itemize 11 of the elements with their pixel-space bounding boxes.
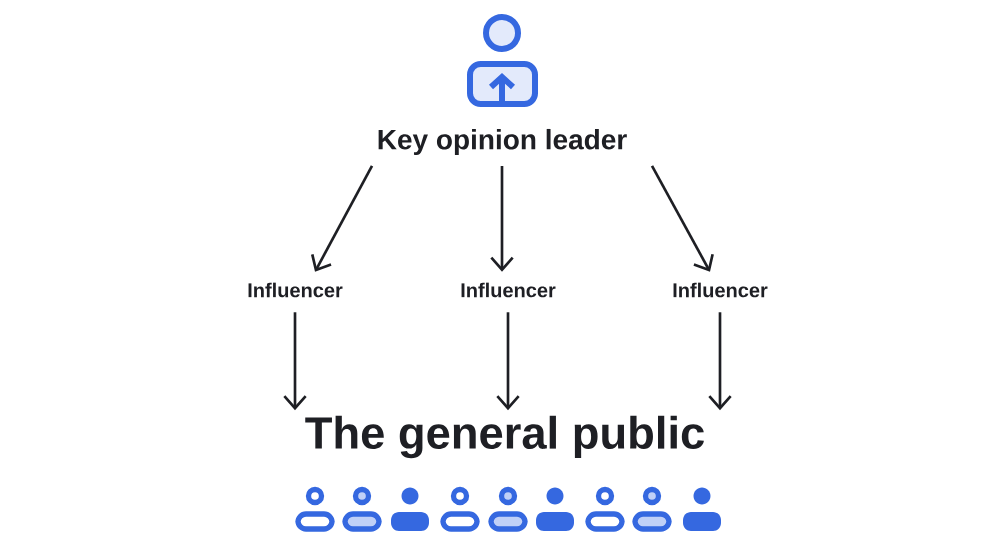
influencer-label: Influencer: [461, 282, 556, 298]
arrow: [650, 165, 714, 272]
audience-label: The general public: [305, 415, 704, 459]
arrow: [708, 312, 732, 411]
arrow: [310, 165, 374, 272]
arrow: [283, 312, 307, 411]
influencer-label: Influencer: [248, 282, 343, 298]
leader-label: Key opinion leader: [378, 128, 627, 156]
arrow: [496, 312, 520, 411]
influencer-label: Influencer: [673, 282, 768, 298]
arrow: [490, 166, 514, 272]
